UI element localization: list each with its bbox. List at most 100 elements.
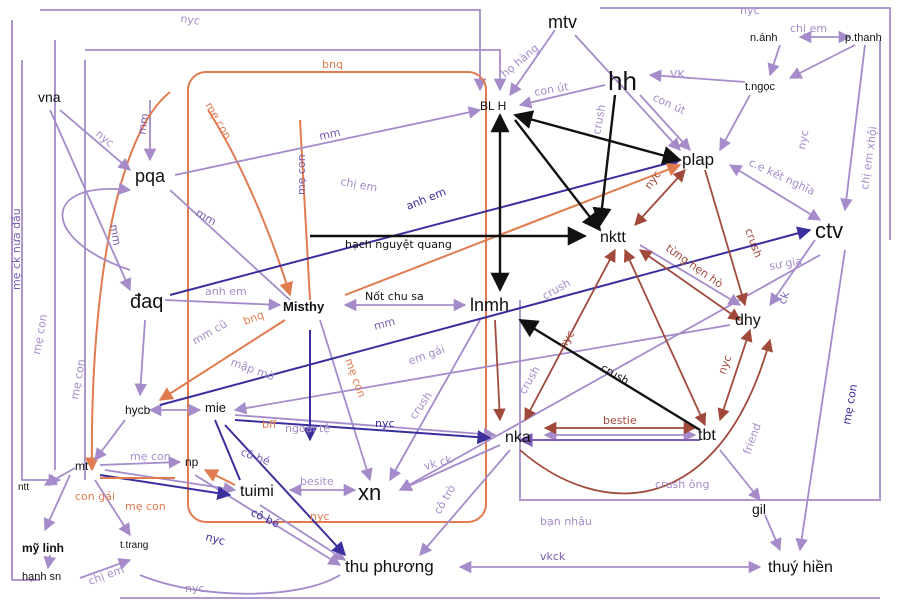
frame-lines	[11, 7, 891, 599]
edge-tngoc-plap	[719, 94, 751, 152]
label-boncon: mẹ con	[342, 357, 368, 400]
label-suga: sư gia	[768, 254, 803, 273]
frame-top	[40, 9, 487, 92]
edge-mt-ntt	[43, 467, 76, 486]
node-thuphuong: thu phương	[345, 557, 434, 576]
label-notchusa: Nốt chu sa	[365, 290, 424, 303]
label-nyc-vna: nyc	[93, 127, 116, 150]
edge-plap-nktt	[634, 169, 686, 226]
label-friend: friend	[741, 421, 764, 456]
label-crush-tbt: crush	[599, 361, 632, 387]
node-lnmh: lnmh	[470, 295, 509, 315]
label-hachnguyet: hạch nguyệt quang	[345, 238, 452, 251]
edge-hh-nktt	[592, 94, 617, 227]
edge-nktt-tbt	[623, 248, 707, 427]
label-anhem: anh em	[205, 285, 247, 298]
label-mm-5: mm	[107, 223, 124, 246]
node-tbt: tbt	[698, 427, 716, 444]
node-daq: đaq	[130, 291, 163, 313]
node-nka: nka	[505, 429, 531, 446]
node-np: np	[185, 455, 199, 469]
label-congai: con gái	[75, 490, 115, 503]
indigo-edges	[99, 156, 812, 557]
node-plap: plap	[682, 150, 714, 169]
label-nyc-bot: nyc	[185, 582, 205, 595]
edge-tuimi-np	[203, 469, 236, 486]
edge-hanhsn-ttrang	[79, 557, 132, 579]
label-mecon-bot2: mẹ con	[130, 450, 171, 463]
edge-bl-plap	[513, 110, 682, 165]
node-pthanh: p.thanh	[845, 32, 882, 44]
edge-hycb-mt	[94, 419, 126, 462]
edge-misthy-plap	[344, 163, 682, 296]
edge-nka-thuphuong	[419, 449, 511, 556]
edge-pthanh-ctv	[840, 44, 866, 212]
edge-mie-nka	[234, 414, 497, 441]
label-mm-4: mm	[194, 206, 219, 228]
orange-curve-mecon	[207, 109, 293, 297]
edge-nktt-dhy	[639, 244, 742, 306]
edge-curve-left	[61, 182, 132, 271]
orange-mecon-v	[299, 119, 311, 301]
node-ctv: ctv	[815, 218, 843, 243]
label-vkck: vk ck	[422, 453, 454, 473]
edge-daq-plap	[169, 156, 682, 296]
edge-mie-thuphuong	[224, 424, 346, 557]
label-ceketnghia: c.e kết nghĩa	[747, 156, 817, 198]
label-anhem-blue: anh em	[404, 185, 448, 213]
edge-ctv-thuyhien	[795, 249, 846, 552]
label-nyc-mid: nyc	[556, 328, 577, 351]
edge-tbt-lnmh	[518, 318, 701, 432]
label-chiem-2: chị em	[790, 22, 827, 35]
node-dhy: dhy	[735, 312, 761, 329]
node-bl: BL H	[480, 99, 506, 113]
label-ngoaite: ngoại tệ	[285, 422, 330, 435]
orange-edges	[100, 163, 682, 486]
label-mm-1: mm	[135, 112, 152, 135]
label-bff: bff	[262, 418, 277, 431]
label-emgai: em gái	[407, 343, 447, 368]
node-ttrang: t.trang	[120, 540, 148, 551]
edge-nka-tbt-curve	[519, 338, 774, 495]
edge-bl-nktt	[514, 119, 602, 232]
edge-tngoc-hh	[648, 69, 746, 83]
node-xn: xn	[358, 480, 381, 505]
edge-pqa-bl	[174, 106, 482, 176]
label-besite: besite	[300, 475, 334, 488]
label-chiem-1: chị em	[339, 175, 378, 194]
label-nyc-tr: nyc	[740, 4, 760, 17]
edge-mie-tuimi	[214, 419, 241, 481]
edge-mt-np	[99, 456, 182, 469]
edge-mt-mylinh	[43, 474, 71, 532]
node-ntt: ntt	[18, 482, 29, 493]
black-edges	[310, 94, 701, 432]
edge-ctv-dhy	[769, 239, 816, 307]
label-mecon-bot: mẹ con	[125, 500, 166, 513]
node-mylinh: mỹ linh	[22, 541, 64, 555]
label-cotro: cô trò	[431, 482, 458, 516]
edge-misthy-xn	[319, 319, 373, 482]
orange-curve-left	[84, 91, 171, 472]
node-hh: hh	[608, 66, 637, 96]
label-mecon-v: mẹ con	[295, 154, 308, 195]
edge-tbt-gil	[719, 449, 761, 501]
node-pqa: pqa	[135, 166, 166, 186]
node-vna: vna	[38, 89, 61, 105]
label-meck: mẹ ck nửa đầu	[10, 208, 23, 290]
bnq-box	[187, 71, 487, 523]
node-gil: gil	[752, 501, 766, 517]
node-tngoc: t.ngọc	[745, 81, 775, 93]
brown-edges	[493, 169, 774, 495]
node-mt: mt	[75, 459, 89, 473]
label-mecon-right: mẹ con	[840, 383, 860, 425]
label-nyc-dhy: nyc	[716, 353, 735, 376]
edge-pqa-misthy	[169, 189, 291, 301]
edge-nktt-dhy-brn	[638, 249, 742, 321]
frame-top-inner	[85, 49, 507, 92]
node-hanhsn: hạnh sn	[22, 571, 61, 583]
frame-right-inner	[519, 40, 881, 501]
node-thuyhien: thuý hiền	[768, 559, 833, 576]
label-crush-xn: crush	[407, 389, 435, 421]
